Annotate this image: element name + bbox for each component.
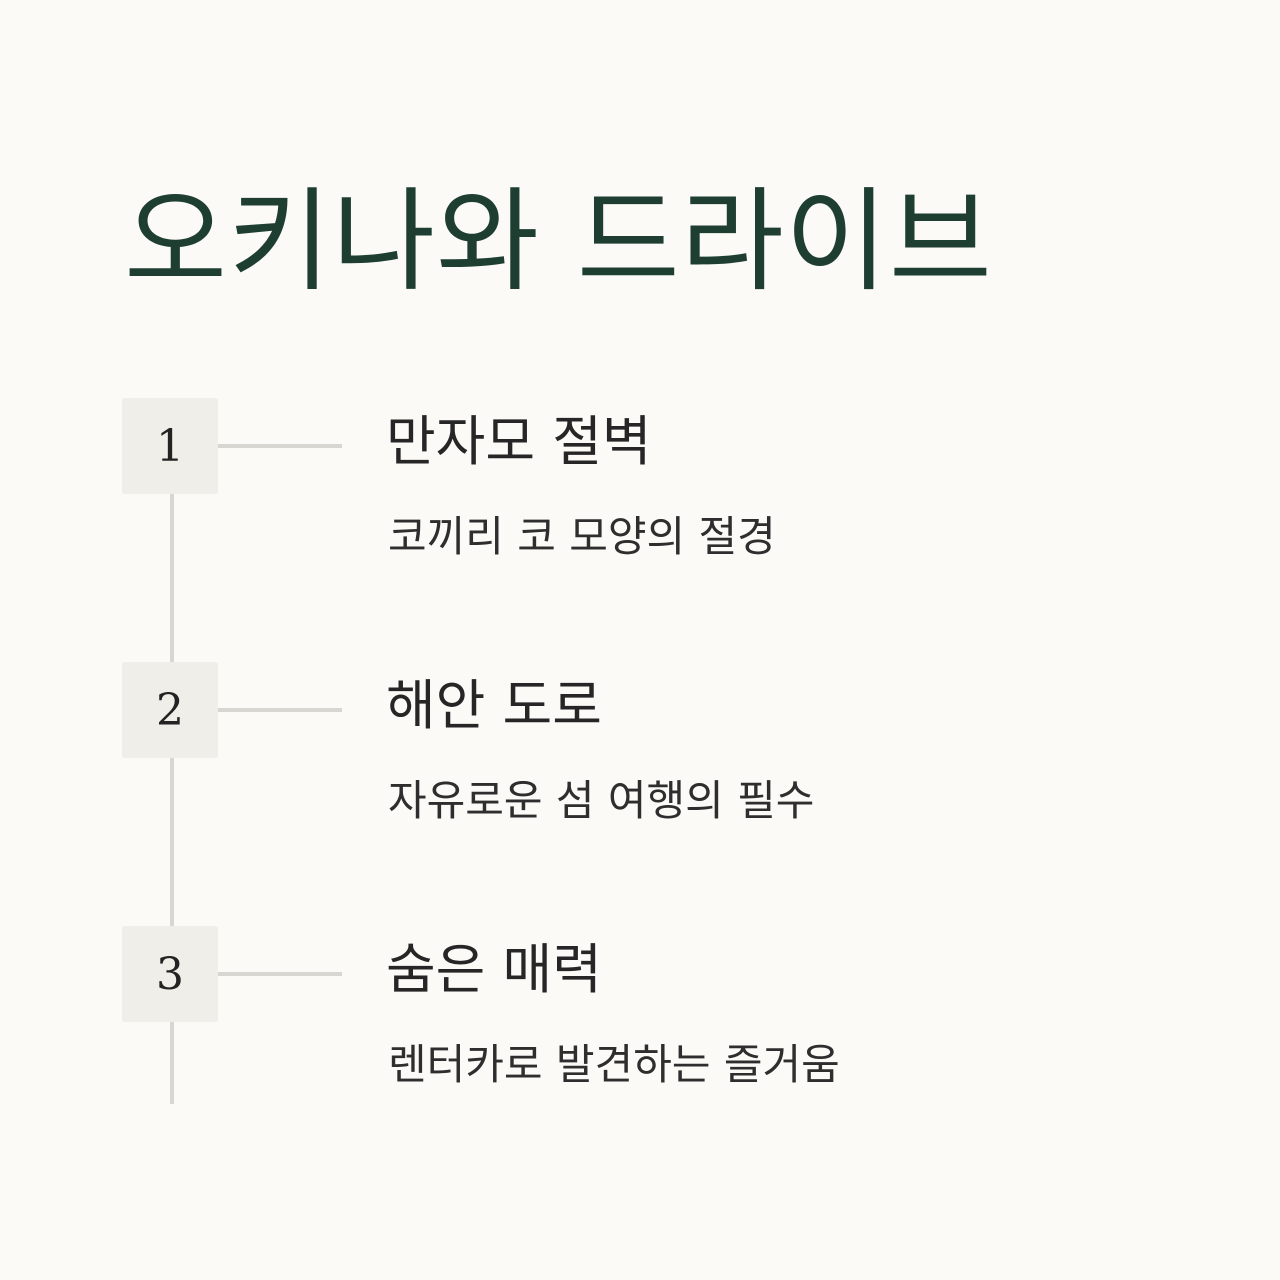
step-connector-line — [218, 444, 342, 448]
step-description: 렌터카로 발견하는 즐거움 — [388, 1040, 840, 1089]
step-description: 자유로운 섬 여행의 필수 — [388, 776, 815, 825]
timeline-spine — [170, 494, 174, 1104]
timeline-step-3: 3 숨은 매력 렌터카로 발견하는 즐거움 — [0, 926, 1280, 1089]
timeline-step-1: 1 만자모 절벽 코끼리 코 모양의 절경 — [0, 398, 1280, 561]
page-title: 오키나와 드라이브 — [124, 177, 993, 307]
step-number-badge: 3 — [122, 926, 218, 1022]
step-title: 해안 도로 — [386, 674, 602, 737]
step-title: 만자모 절벽 — [386, 410, 652, 473]
step-connector-line — [218, 972, 342, 976]
step-title: 숨은 매력 — [386, 938, 602, 1001]
step-number-badge: 2 — [122, 662, 218, 758]
step-description: 코끼리 코 모양의 절경 — [388, 512, 776, 561]
step-number-badge: 1 — [122, 398, 218, 494]
timeline-step-2: 2 해안 도로 자유로운 섬 여행의 필수 — [0, 662, 1280, 825]
step-connector-line — [218, 708, 342, 712]
